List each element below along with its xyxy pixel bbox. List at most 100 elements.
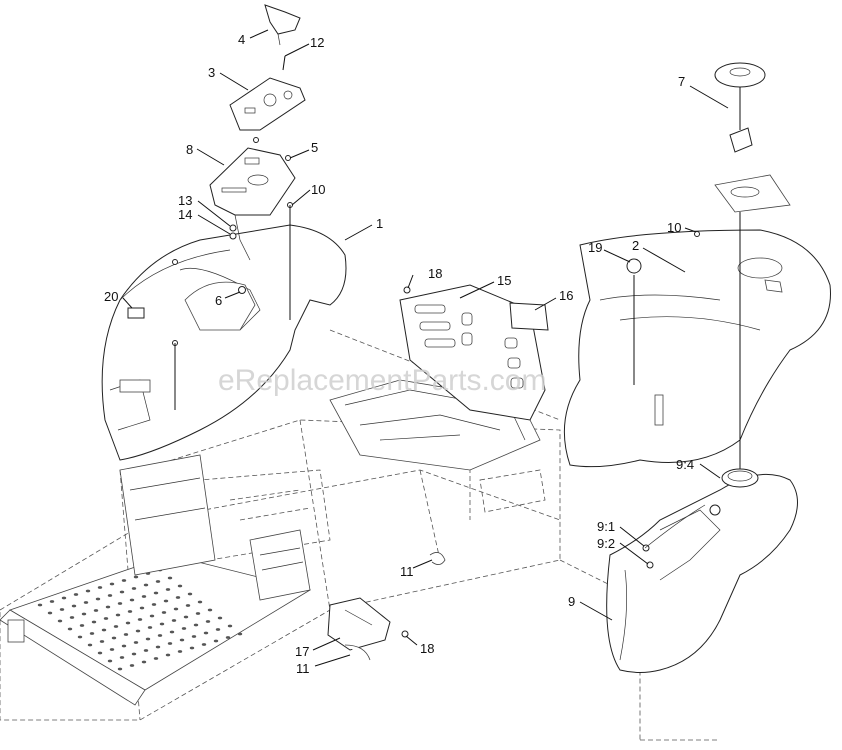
floor-pan-hole xyxy=(203,631,209,635)
floor-pan-hole xyxy=(71,604,77,608)
floor-pan-hole xyxy=(189,646,195,650)
floor-pan-hole xyxy=(207,608,213,612)
floor-pan-hole xyxy=(115,613,121,617)
floor-pan-hole xyxy=(37,603,43,607)
fuel-tank xyxy=(606,468,798,673)
floor-pan-hole xyxy=(141,595,147,598)
floor-pan-hole xyxy=(67,627,73,631)
spring-clips xyxy=(344,552,446,661)
callout-7: 7 xyxy=(678,74,685,89)
callout-5: 5 xyxy=(311,140,318,155)
floor-pan-hole xyxy=(95,597,101,601)
callout-13: 13 xyxy=(178,193,192,208)
floor-pan-hole xyxy=(147,626,153,629)
floor-pan-hole xyxy=(185,604,191,607)
floor-pan-hole xyxy=(139,606,145,610)
decal-plate xyxy=(509,302,549,331)
floor-pan-hole xyxy=(195,612,201,615)
floor-pan-hole xyxy=(183,615,189,619)
floor-pan-hole xyxy=(213,639,219,643)
callout-12: 12 xyxy=(310,35,324,50)
floor-pan-hole xyxy=(187,592,193,596)
callout-labels: 4 12 3 8 5 10 13 14 1 20 6 18 15 16 19 2… xyxy=(104,32,694,676)
floor-pan-hole xyxy=(197,600,203,604)
floor-pan-hole xyxy=(109,648,115,651)
floor-pan-hole xyxy=(97,651,103,655)
floor-pan-hole xyxy=(113,625,119,628)
floor-pan-hole xyxy=(143,583,149,587)
floor-pan-hole xyxy=(155,580,161,583)
console-housing xyxy=(209,147,296,261)
floor-pan-hole xyxy=(135,629,141,633)
floor-pan-hole xyxy=(179,638,185,642)
floor-pan-hole xyxy=(237,632,243,636)
callout-6: 6 xyxy=(215,293,222,308)
floor-pan-hole xyxy=(157,634,163,637)
control-plate xyxy=(229,77,306,131)
floor-pan-hole xyxy=(145,637,151,641)
callout-18-bottom: 18 xyxy=(420,641,434,656)
floor-pan-hole xyxy=(141,660,147,664)
floor-pan-hole xyxy=(177,584,183,588)
floor-pan-hole xyxy=(123,633,129,636)
floor-pan-hole xyxy=(153,657,159,660)
callout-16: 16 xyxy=(559,288,573,303)
floor-pan-hole xyxy=(79,624,85,627)
floor-pan-hole xyxy=(105,605,111,609)
floor-pan-hole xyxy=(121,579,127,582)
callout-11-lower: 11 xyxy=(296,661,310,676)
floor-pan-hole xyxy=(73,593,79,596)
callout-8: 8 xyxy=(186,142,193,157)
floor-pan-hole xyxy=(83,601,89,604)
floor-pan-hole xyxy=(93,609,99,612)
floor-pan-hole xyxy=(173,607,179,611)
callout-20: 20 xyxy=(104,289,118,304)
body-shroud-right xyxy=(563,229,831,468)
hardware-fasteners xyxy=(127,137,700,638)
floor-pan-hole xyxy=(77,635,83,639)
control-lever xyxy=(264,4,301,46)
floor-pan-hole xyxy=(169,630,175,634)
fuel-cap-assembly xyxy=(714,62,791,470)
floor-pan-hole xyxy=(171,619,177,622)
floor-pan xyxy=(0,554,312,706)
floor-pan-hole xyxy=(163,599,169,603)
floor-pan-hole xyxy=(149,614,155,618)
callout-4: 4 xyxy=(238,32,245,47)
floor-pan-hole xyxy=(97,586,103,589)
floor-pan-hole xyxy=(119,656,125,659)
floor-pan-hole xyxy=(57,619,63,623)
callout-19: 19 xyxy=(588,240,602,255)
floor-pan-hole xyxy=(103,617,109,620)
floor-pan-hole xyxy=(131,652,137,656)
floor-pan-hole xyxy=(99,640,105,643)
floor-pan-hole xyxy=(125,621,131,625)
floor-pan-hole xyxy=(47,611,53,615)
floor-pan-hole xyxy=(59,608,65,611)
floor-pan-hole xyxy=(205,620,211,623)
callout-18-top: 18 xyxy=(428,266,442,281)
callout-9-2: 9:2 xyxy=(597,536,615,551)
floor-pan-hole xyxy=(121,644,127,648)
floor-pan-hole xyxy=(89,632,95,635)
floor-pan-hole xyxy=(215,628,221,631)
floor-pan-hole xyxy=(193,623,199,627)
floor-pan-hole xyxy=(191,635,197,638)
floor-pan-hole xyxy=(129,598,135,602)
floor-pan-hole xyxy=(69,616,75,619)
seat-plate xyxy=(399,284,546,421)
floor-pan-hole xyxy=(85,589,91,593)
floor-pan-hole xyxy=(101,628,107,632)
floor-pan-hole xyxy=(133,575,139,579)
floor-pan-hole xyxy=(167,642,173,645)
floor-pan-hole xyxy=(127,610,133,613)
floor-pan-hole xyxy=(87,643,93,647)
floor-pan-hole xyxy=(111,636,117,640)
floor-pan-hole xyxy=(107,594,113,597)
callout-17: 17 xyxy=(295,644,309,659)
watermark: eReplacementParts.com xyxy=(218,364,546,397)
leader-lines xyxy=(122,29,729,667)
floor-pan-hole xyxy=(227,624,233,628)
callout-10-left: 10 xyxy=(311,182,325,197)
